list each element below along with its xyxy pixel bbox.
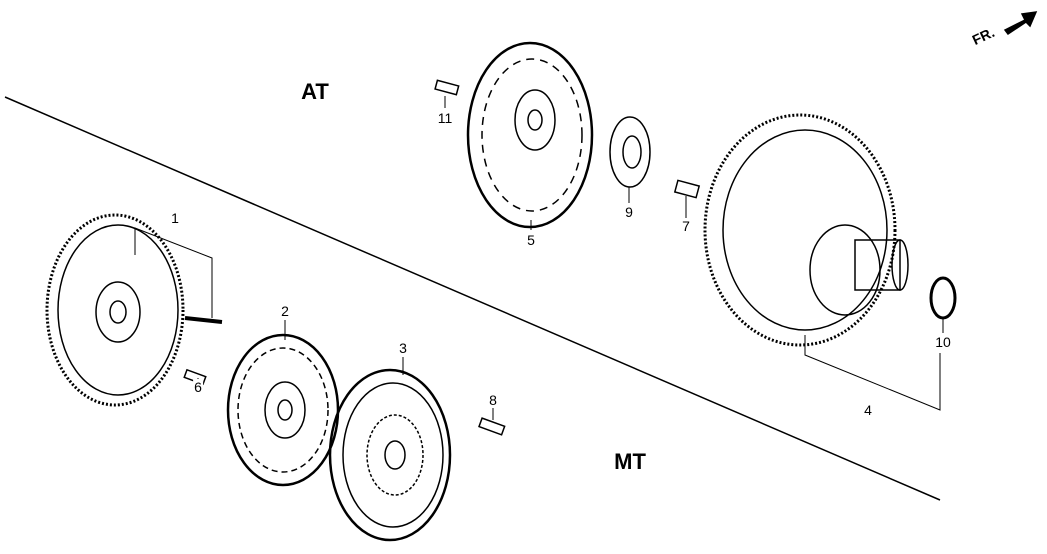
callout-4[interactable]: 4 bbox=[863, 402, 873, 418]
torque-converter-part bbox=[703, 113, 909, 347]
callout-10[interactable]: 10 bbox=[934, 334, 952, 350]
callout-3[interactable]: 3 bbox=[398, 340, 408, 356]
leader-lines bbox=[134, 96, 944, 420]
clutch-disc-part bbox=[226, 333, 340, 487]
pressure-plate-part bbox=[328, 368, 452, 542]
drive-plate-part bbox=[466, 41, 594, 229]
flywheel-part bbox=[45, 213, 223, 407]
washer-plate-part bbox=[609, 116, 651, 188]
bolt-11-part bbox=[434, 79, 460, 96]
at-section-label: AT bbox=[301, 79, 329, 104]
callout-7[interactable]: 7 bbox=[681, 218, 691, 234]
bolt-7-part bbox=[673, 179, 701, 199]
callout-11[interactable]: 11 bbox=[436, 110, 454, 126]
callout-1[interactable]: 1 bbox=[170, 210, 180, 226]
o-ring-part bbox=[929, 276, 957, 320]
section-divider bbox=[4, 96, 941, 501]
callout-5[interactable]: 5 bbox=[526, 232, 536, 248]
arrow-icon bbox=[1003, 11, 1038, 36]
callout-2[interactable]: 2 bbox=[280, 303, 290, 319]
callout-6[interactable]: 6 bbox=[193, 379, 203, 395]
callout-9[interactable]: 9 bbox=[624, 204, 634, 220]
mt-section-label: MT bbox=[614, 449, 646, 474]
callout-8[interactable]: 8 bbox=[488, 392, 498, 408]
bolt-8-part bbox=[478, 417, 506, 436]
